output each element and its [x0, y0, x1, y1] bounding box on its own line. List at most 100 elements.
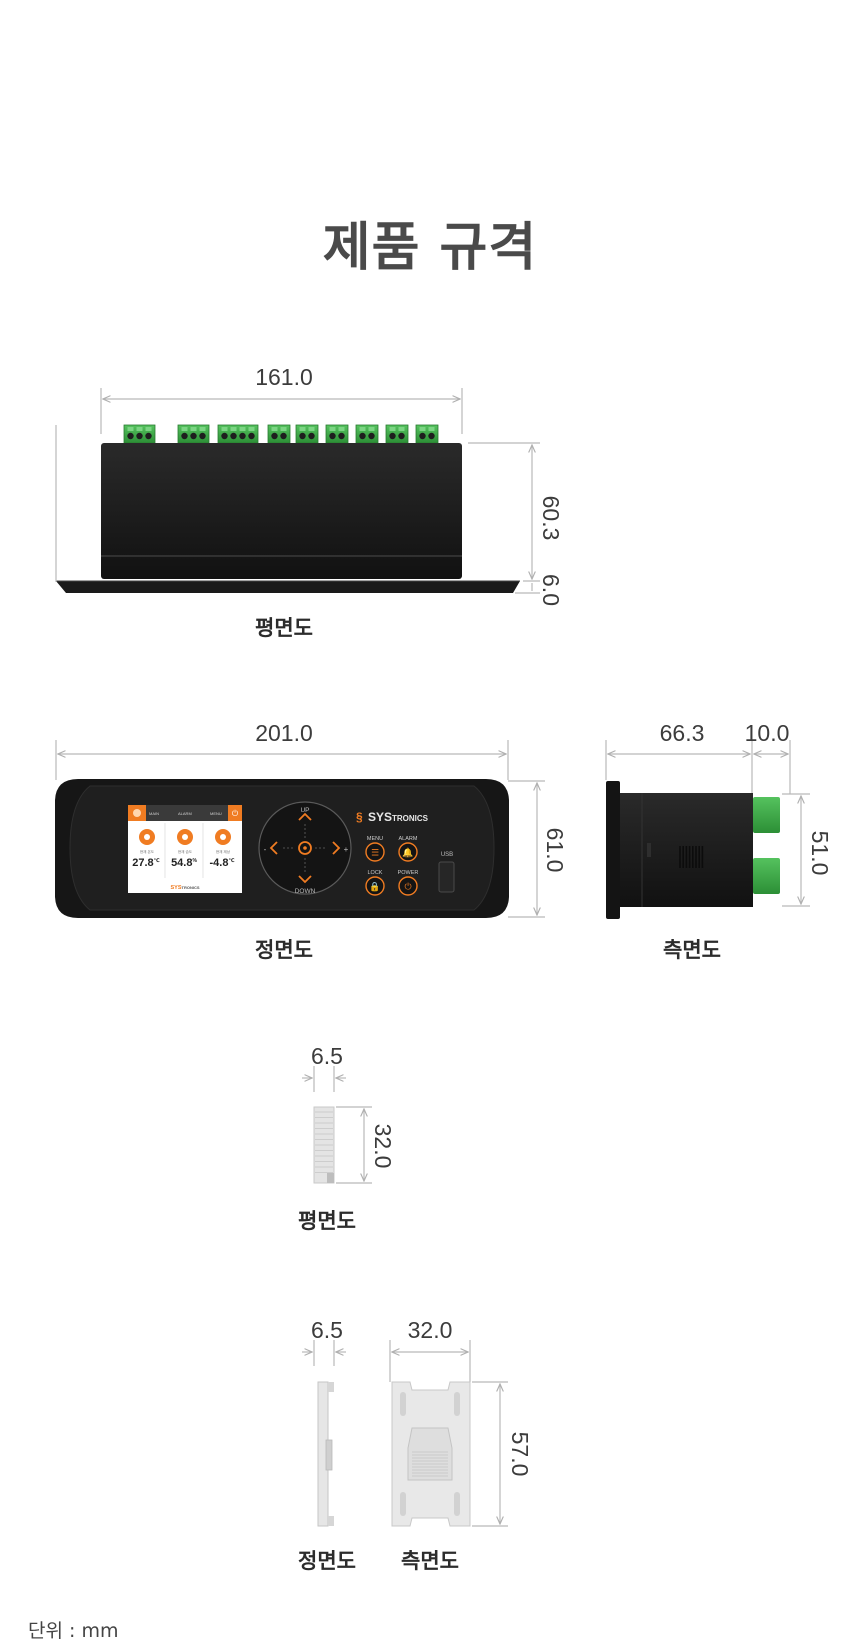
terminal-screw-icon	[239, 432, 246, 440]
top-view: 161.0 60.3 6.0	[55, 364, 564, 606]
terminal-block	[295, 424, 319, 444]
ok-button-icon[interactable]	[298, 841, 312, 855]
terminal-block	[385, 424, 409, 444]
power-icon: ⏻	[232, 809, 239, 818]
terminal-screw-icon	[338, 432, 345, 440]
terminal-screw-icon	[145, 432, 152, 440]
side-terminal-bottom	[753, 858, 780, 894]
bracket-side-height-label: 57.0	[507, 1432, 533, 1477]
terminal-blocks	[123, 424, 439, 444]
bracket-side-width-label: 32.0	[408, 1317, 453, 1343]
page-title: 제품 규격	[322, 218, 538, 278]
bracket-side-view: 32.0 57.0	[389, 1317, 533, 1527]
button-label-menu: MENU	[367, 836, 383, 842]
down-arrow-icon[interactable]	[298, 875, 312, 884]
reading-value: 54.8%	[171, 857, 197, 869]
menu-button[interactable]	[365, 842, 385, 862]
side-depth-label: 66.3	[660, 720, 705, 746]
terminal-screw-icon	[190, 432, 197, 440]
terminal-screw-icon	[398, 432, 405, 440]
bell-icon: 🔔	[402, 848, 413, 858]
terminal-screw-icon	[271, 432, 278, 440]
brand-logo: SYSTRONICS	[368, 810, 429, 824]
bracket-side-caption: 측면도	[401, 1549, 459, 1573]
front-flange	[56, 581, 520, 593]
terminal-block	[415, 424, 439, 444]
front-view-caption: 정면도	[255, 938, 313, 962]
terminal-screw-icon	[127, 432, 134, 440]
screen-tab-alarm: ALARM	[178, 811, 192, 816]
usb-port	[438, 861, 455, 893]
screen-logo: SYSTRONICS	[170, 885, 199, 891]
front-height-label: 61.0	[542, 828, 568, 873]
left-arrow-icon[interactable]	[269, 841, 278, 855]
bracket-top-width-label: 6.5	[311, 1043, 343, 1069]
front-width-label: 201.0	[255, 720, 313, 746]
terminal-screw-icon	[308, 432, 315, 440]
front-view: 201.0 61.0 MAIN ALARM MENU ⏻ 현재	[55, 720, 568, 918]
screen-tab-menu: MENU	[210, 811, 222, 816]
nav-plus-label: +	[344, 845, 349, 854]
navigation-dial: UP DOWN - +	[258, 801, 352, 895]
usb-label: USB	[441, 852, 453, 858]
terminal-screw-icon	[199, 432, 206, 440]
reading-value: -4.8℃	[209, 857, 234, 869]
terminal-block	[325, 424, 349, 444]
bracket-top-view: 6.5 32.0	[302, 1043, 396, 1184]
nav-down-label: DOWN	[295, 888, 316, 895]
side-view-caption: 측면도	[663, 938, 721, 962]
top-width-label: 161.0	[255, 364, 313, 390]
lock-button[interactable]	[365, 876, 385, 896]
bracket-front-caption: 정면도	[298, 1549, 356, 1573]
terminal-block	[355, 424, 379, 444]
top-height-label: 60.3	[538, 496, 564, 541]
terminal-screw-icon	[181, 432, 188, 440]
terminal-screw-icon	[280, 432, 287, 440]
power-button[interactable]	[398, 876, 418, 896]
button-label-lock: LOCK	[368, 870, 383, 876]
terminal-screw-icon	[299, 432, 306, 440]
terminal-screw-icon	[248, 432, 255, 440]
button-label-alarm: ALARM	[399, 836, 418, 842]
terminal-screw-icon	[221, 432, 228, 440]
terminal-screw-icon	[230, 432, 237, 440]
side-height-label: 51.0	[807, 831, 833, 876]
screen-tab-main: MAIN	[149, 811, 159, 816]
reading-label: 현재 온도	[140, 849, 155, 854]
terminal-screw-icon	[359, 432, 366, 440]
top-flange-label: 6.0	[538, 574, 564, 606]
device-body-top	[101, 443, 462, 579]
home-icon	[133, 809, 141, 817]
reading-label: 현재 습도	[178, 849, 193, 854]
terminal-screw-icon	[329, 432, 336, 440]
function-buttons: MENU ☰ ALARM 🔔 LOCK 🔒 POWER ⏻	[365, 836, 419, 896]
bracket-top-caption: 평면도	[298, 1209, 356, 1233]
bracket-front-view: 6.5	[302, 1317, 346, 1527]
right-arrow-icon[interactable]	[332, 841, 341, 855]
power-icon: ⏻	[404, 882, 411, 892]
side-bezel	[606, 781, 620, 919]
top-view-caption: 평면도	[255, 616, 313, 640]
unit-label: 단위 : mm	[28, 1620, 119, 1642]
terminal-screw-icon	[389, 432, 396, 440]
up-arrow-icon[interactable]	[298, 812, 312, 821]
alarm-button[interactable]	[398, 842, 418, 862]
button-label-power: POWER	[398, 870, 419, 876]
reading-label: 현재 제상	[216, 849, 231, 854]
terminal-screw-icon	[428, 432, 435, 440]
bracket-front-width-label: 6.5	[311, 1317, 343, 1343]
lcd-screen: MAIN ALARM MENU ⏻ 현재 온도 27.8℃ 현재 습도 54.8% 현재…	[128, 805, 242, 893]
nav-minus-label: -	[264, 845, 267, 854]
side-terminal-label: 10.0	[745, 720, 790, 746]
terminal-screw-icon	[136, 432, 143, 440]
menu-icon: ☰	[371, 848, 379, 858]
terminal-block	[267, 424, 291, 444]
side-terminal-top	[753, 797, 780, 833]
reading-value: 27.8℃	[132, 857, 159, 869]
terminal-screw-icon	[419, 432, 426, 440]
lock-icon: 🔒	[369, 882, 380, 892]
brand-mark-icon: §	[356, 810, 363, 824]
nav-up-label: UP	[300, 807, 309, 814]
bracket-top-height-label: 32.0	[370, 1124, 396, 1169]
